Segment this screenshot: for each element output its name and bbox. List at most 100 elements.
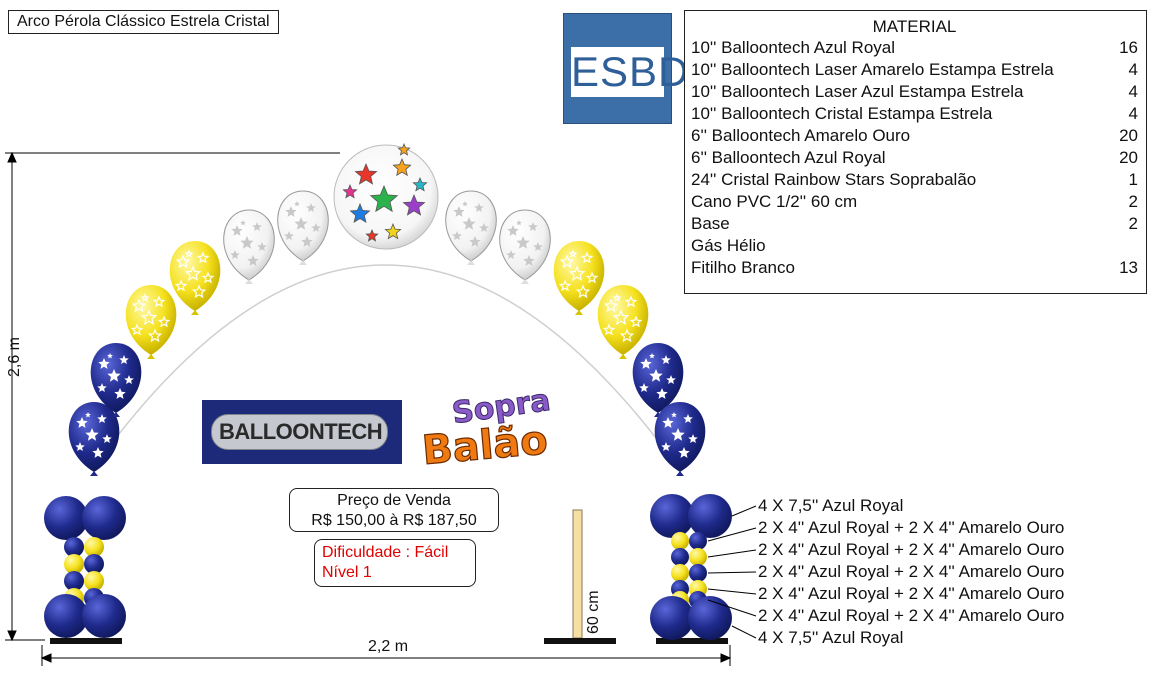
star-pattern	[97, 383, 107, 392]
arch-balloon-blue	[632, 343, 684, 417]
price-label: Preço de Venda	[337, 492, 451, 509]
star-pattern	[462, 217, 476, 230]
arch-balloon-blue	[68, 402, 120, 476]
star-pattern	[580, 251, 594, 264]
pvc-pole	[572, 509, 583, 639]
star-pattern	[678, 447, 690, 458]
width-label: 2,2 m	[368, 638, 409, 655]
column-layer-label: 2 X 4'' Azul Royal + 2 X 4'' Amarelo Our…	[758, 606, 1065, 625]
star-pattern	[612, 293, 622, 302]
star-pattern	[152, 295, 166, 308]
esbd-logo-text: ESBD	[571, 47, 690, 97]
star-pattern	[102, 434, 112, 443]
star-pattern	[131, 298, 147, 313]
soprabalao-logo: Sopra Balão	[420, 382, 553, 474]
arch-balloon-blue	[90, 343, 142, 417]
material-qty: 20	[1119, 126, 1138, 145]
star-pattern	[516, 236, 530, 249]
star-pattern	[85, 428, 99, 441]
difficulty-box: Dificuldade : Fácil Nível 1	[314, 539, 476, 587]
star-pattern	[528, 222, 538, 231]
foil-balloon	[333, 142, 439, 250]
material-qty: 16	[1119, 38, 1138, 57]
pole-label: 60 cm	[585, 590, 602, 634]
arch-ribbon	[91, 264, 681, 471]
column-layer-label: 2 X 4'' Azul Royal + 2 X 4'' Amarelo Our…	[758, 540, 1065, 559]
star-pattern	[649, 369, 663, 382]
star-pattern	[452, 231, 462, 240]
material-name: 6'' Balloontech Azul Royal	[691, 148, 886, 167]
star-pattern	[516, 220, 522, 226]
column-layer-label: 2 X 4'' Azul Royal + 2 X 4'' Amarelo Our…	[758, 562, 1065, 581]
diagram-title: Arco Pérola Clássico Estrela Cristal	[8, 10, 279, 34]
arch-balloon-yellow	[169, 241, 221, 315]
star-pattern	[184, 249, 194, 258]
difficulty-level: Nível 1	[322, 564, 372, 581]
star-pattern	[184, 265, 202, 281]
material-row: 24'' Cristal Rainbow Stars Soprabalão 1	[691, 169, 1138, 191]
left-column	[44, 496, 126, 638]
material-name: 6'' Balloontech Amarelo Ouro	[691, 126, 911, 145]
difficulty-label: Dificuldade : Fácil	[322, 544, 449, 561]
material-row: 6'' Balloontech Amarelo Ouro 20	[691, 125, 1138, 147]
star-pattern	[384, 222, 402, 240]
star-pattern	[140, 293, 150, 302]
star-pattern	[639, 383, 649, 392]
balloontech-pill	[211, 414, 388, 450]
material-name: Base	[691, 214, 730, 233]
star-pattern	[640, 358, 652, 369]
height-dimension	[5, 151, 340, 642]
star-pattern	[603, 298, 619, 313]
price-box: Preço de Venda R$ 150,00 à R$ 187,50	[289, 488, 499, 532]
material-qty: 1	[1128, 170, 1138, 189]
star-pattern	[294, 217, 308, 230]
star-pattern	[533, 242, 543, 251]
star-pattern	[354, 162, 378, 185]
star-pattern	[523, 255, 535, 266]
material-name: 10'' Balloontech Azul Royal	[691, 38, 896, 57]
star-pattern	[294, 201, 300, 207]
star-pattern	[124, 375, 134, 384]
material-row: Cano PVC 1/2'' 60 cm 2	[691, 191, 1138, 213]
star-pattern	[568, 249, 578, 258]
star-pattern	[191, 284, 207, 299]
star-pattern	[462, 201, 468, 207]
star-pattern	[119, 355, 129, 364]
star-pattern	[559, 254, 575, 269]
material-qty: 20	[1119, 148, 1138, 167]
star-pattern	[107, 369, 121, 382]
star-pattern	[247, 255, 259, 266]
star-pattern	[231, 225, 243, 236]
star-pattern	[98, 358, 110, 369]
star-pattern	[369, 184, 399, 213]
material-qty: 13	[1119, 258, 1138, 277]
arch-balloon-crystal	[499, 209, 551, 284]
star-pattern	[683, 414, 693, 423]
star-pattern	[656, 388, 668, 399]
material-name: Gás Hélio	[691, 236, 766, 255]
star-pattern	[147, 328, 163, 343]
material-row: Gás Hélio	[691, 235, 1138, 257]
column-layer-label: 4 X 7,5'' Azul Royal	[758, 496, 904, 515]
material-name: 10'' Balloontech Laser Azul Estampa Estr…	[691, 82, 1024, 101]
star-pattern	[624, 295, 638, 308]
layer-leaders	[707, 505, 757, 639]
star-pattern	[130, 323, 144, 336]
left-base	[50, 638, 122, 644]
star-pattern	[507, 225, 519, 236]
star-pattern	[392, 157, 412, 177]
material-qty: 2	[1128, 192, 1138, 211]
material-name: Fitilho Branco	[691, 258, 795, 277]
star-pattern	[402, 193, 426, 216]
star-pattern	[230, 250, 240, 259]
material-name: 10'' Balloontech Cristal Estampa Estrela	[691, 104, 993, 123]
column-layer-label: 2 X 4'' Azul Royal + 2 X 4'' Amarelo Our…	[758, 584, 1065, 603]
material-row: 10'' Balloontech Laser Azul Estampa Estr…	[691, 81, 1138, 103]
price-value: R$ 150,00 à R$ 187,50	[311, 512, 477, 529]
star-pattern	[196, 251, 210, 264]
material-name: Cano PVC 1/2'' 60 cm	[691, 192, 858, 211]
material-qty: 2	[1128, 214, 1138, 233]
material-name: 24'' Cristal Rainbow Stars Soprabalão	[691, 170, 977, 189]
